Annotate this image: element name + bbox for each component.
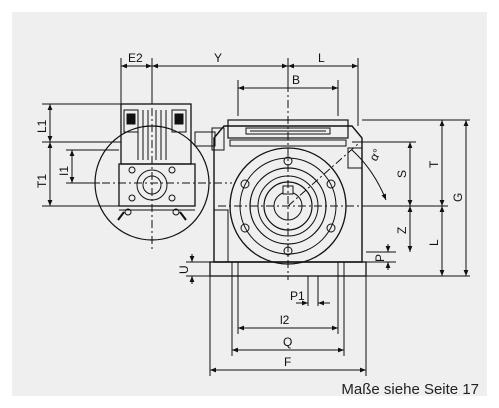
front-view [209,84,387,280]
label-g: G [451,193,465,202]
page-reference-caption: Maße siehe Seite 17 [341,381,479,398]
label-b: B [292,73,300,87]
label-t: T [427,160,441,168]
label-s: S [395,170,409,178]
side-view [70,103,232,250]
label-f: F [284,355,291,369]
label-u: U [177,265,191,274]
label-l-right: L [427,239,441,246]
label-y: Y [214,51,222,65]
label-p: P [373,254,387,262]
label-l1: L1 [35,119,49,133]
dimensions [42,58,470,376]
label-l2: l2 [280,313,290,327]
label-p1: P1 [290,289,305,303]
label-alpha: α° [366,146,384,163]
label-e2: E2 [128,51,143,65]
label-t1: T1 [35,174,49,188]
label-z: Z [395,227,409,234]
label-i1: I1 [57,166,71,176]
dimension-labels: E2 Y L B L1 T1 I1 S Z P T L G U P1 l2 Q … [35,51,465,369]
label-q: Q [283,335,292,349]
label-l-top: L [318,51,325,65]
